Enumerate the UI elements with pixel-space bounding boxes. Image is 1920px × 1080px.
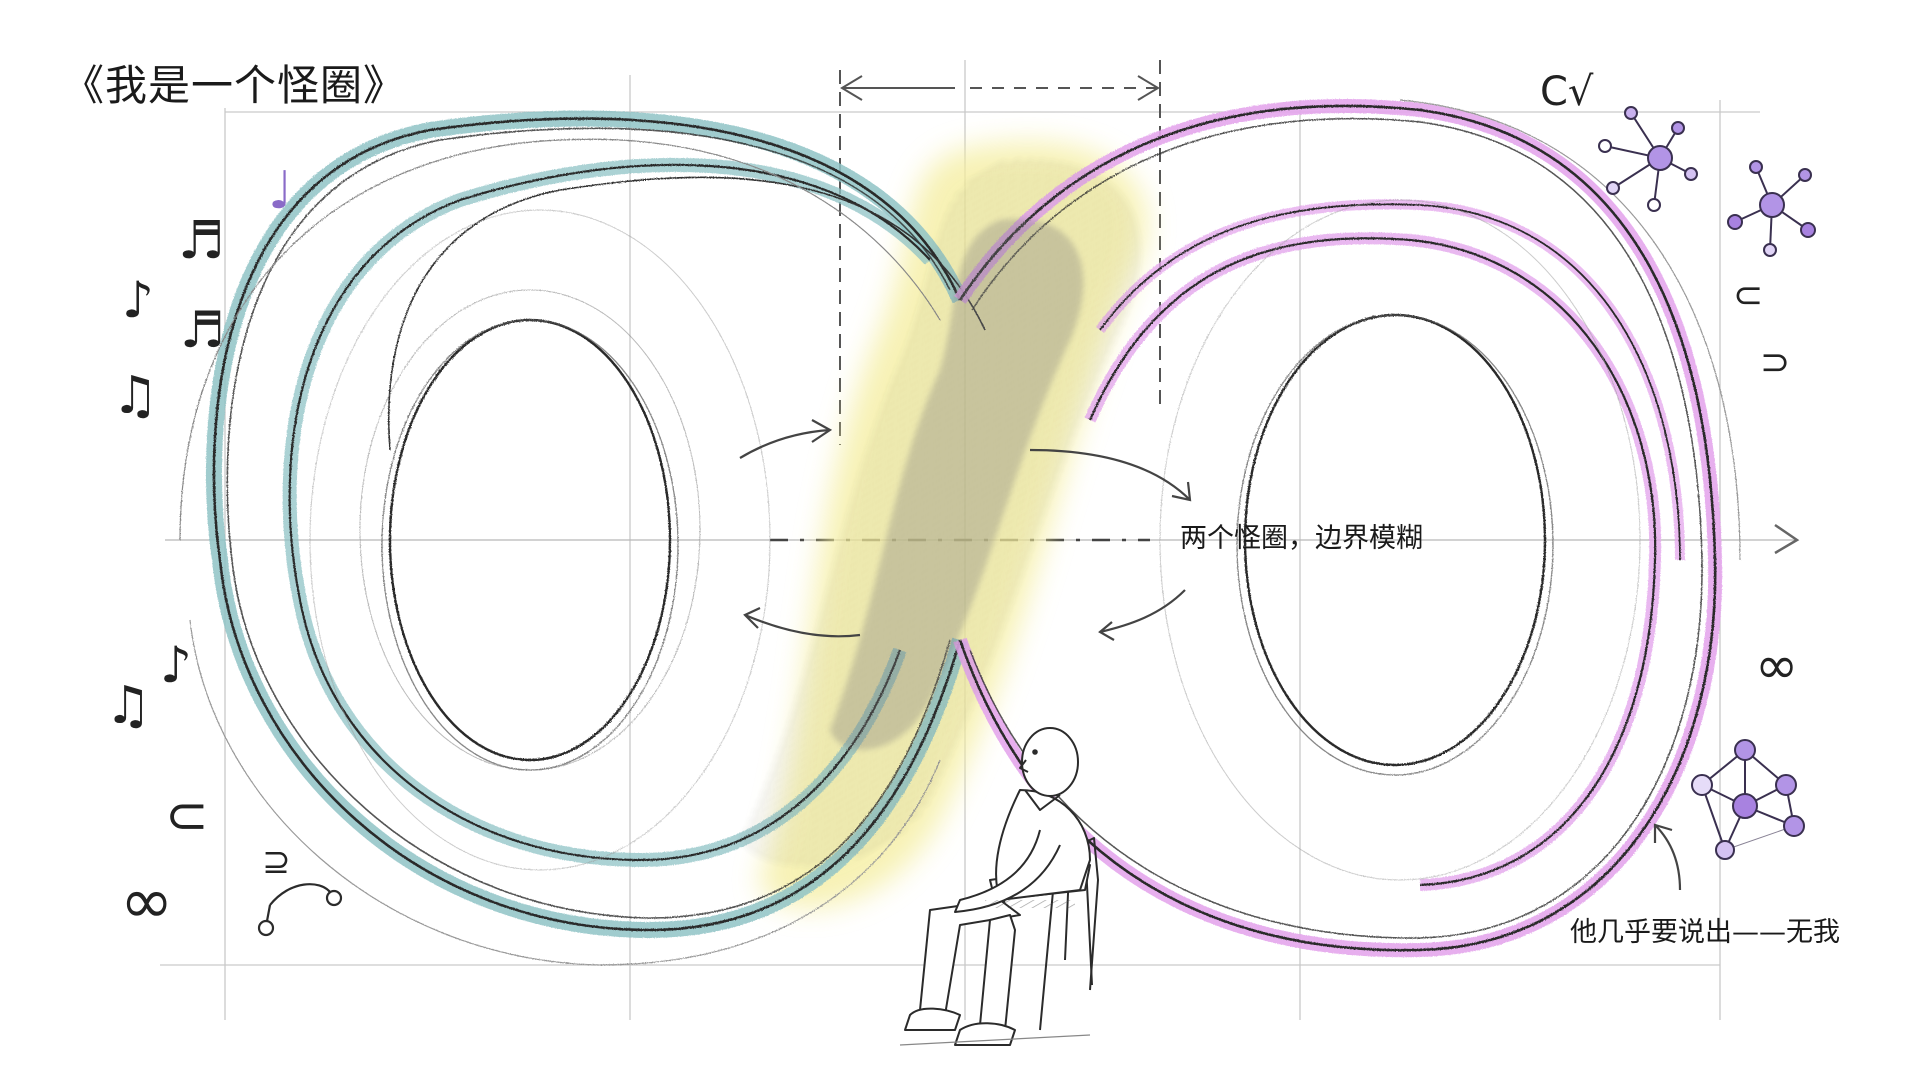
network-graph-icon <box>1727 160 1816 257</box>
infinity-icon: ∞ <box>120 865 174 939</box>
axis-arrow-icon <box>1774 523 1800 555</box>
center-shading <box>740 159 1142 867</box>
beamed-notes-icon: ♫ <box>112 366 159 426</box>
sixteenth-note-icon: ♬ <box>180 301 225 359</box>
network-graph-icon <box>1691 739 1805 860</box>
dimension-arrow <box>839 60 1161 445</box>
subset-icon: ⊂ <box>165 786 209 846</box>
superset-icon: ⊃ <box>1760 342 1791 383</box>
infinity-icon: ∞ <box>1755 636 1799 696</box>
annotation-blurred-boundary: 两个怪圈，边界模糊 <box>1180 523 1423 554</box>
sixteenth-note-icon: ♬ <box>178 211 225 271</box>
seated-man-figure <box>899 727 1099 1046</box>
quarter-note-icon: ♩ <box>268 161 293 221</box>
left-loop <box>179 110 986 966</box>
eighth-note-icon: ♪ <box>122 271 154 329</box>
eighth-note-icon: ♪ <box>160 636 192 694</box>
hook-symbol-icon <box>257 883 343 937</box>
superset-equal-icon: ⊇ <box>262 842 291 882</box>
annotation-almost-said: 他几乎要说出——无我 <box>1570 917 1840 948</box>
network-graph-icon <box>1598 106 1698 212</box>
subset-icon: ⊂ <box>1733 275 1764 316</box>
right-loop <box>953 99 1741 958</box>
page-title: 《我是一个怪圈》 <box>62 61 407 110</box>
flow-arrows <box>739 419 1682 891</box>
c-check-symbol-icon: C√ <box>1540 69 1594 115</box>
beamed-notes-icon: ♫ <box>105 676 152 736</box>
